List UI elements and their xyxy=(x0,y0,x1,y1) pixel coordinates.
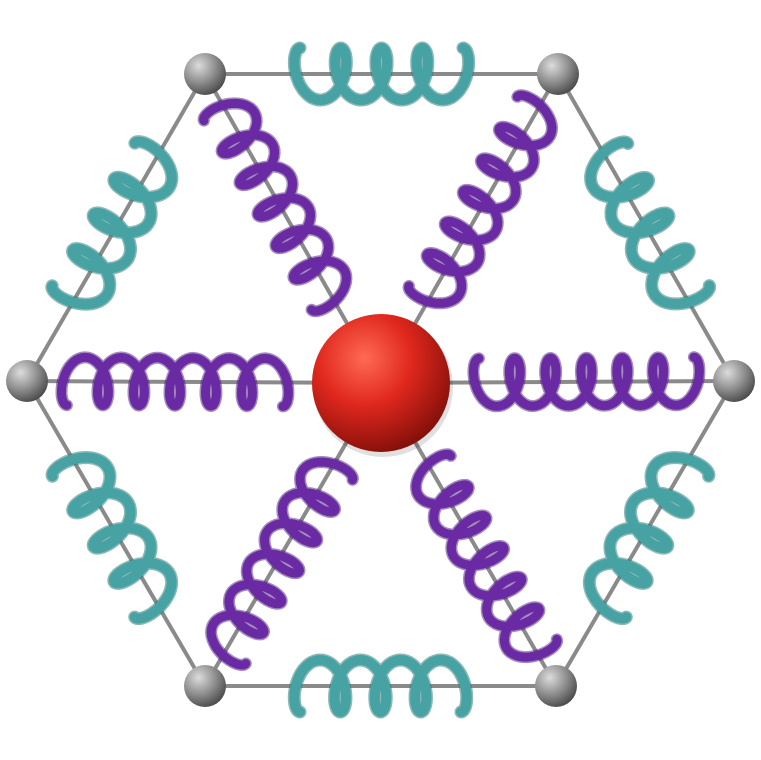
vertex-node-top-left xyxy=(184,53,226,95)
outer-spring-bottom xyxy=(289,655,472,717)
inner-spring-to-bottom-left xyxy=(206,457,358,670)
outer-springs xyxy=(45,41,717,719)
outer-spring-lower-right xyxy=(584,452,714,624)
vertex-node-bottom-left xyxy=(184,665,226,707)
center-node xyxy=(312,314,450,452)
outer-spring-upper-left xyxy=(46,136,177,310)
inner-spring-to-top-right xyxy=(404,90,557,308)
inner-spring-to-top-left xyxy=(199,98,351,316)
inner-springs xyxy=(55,89,706,671)
inner-spring-to-left xyxy=(57,352,293,411)
vertex-node-left xyxy=(6,360,48,402)
vertex-node-right xyxy=(713,360,755,402)
center-node-group xyxy=(312,314,453,457)
inner-spring-to-bottom-right xyxy=(411,449,562,662)
outer-spring-lower-left xyxy=(47,452,177,624)
outer-spring-top xyxy=(289,43,474,105)
vertex-node-bottom-right xyxy=(535,665,577,707)
vertex-nodes xyxy=(6,53,755,707)
outer-spring-upper-right xyxy=(585,136,715,309)
vertex-node-top-right xyxy=(537,53,579,95)
inner-spring-to-right xyxy=(468,352,704,411)
